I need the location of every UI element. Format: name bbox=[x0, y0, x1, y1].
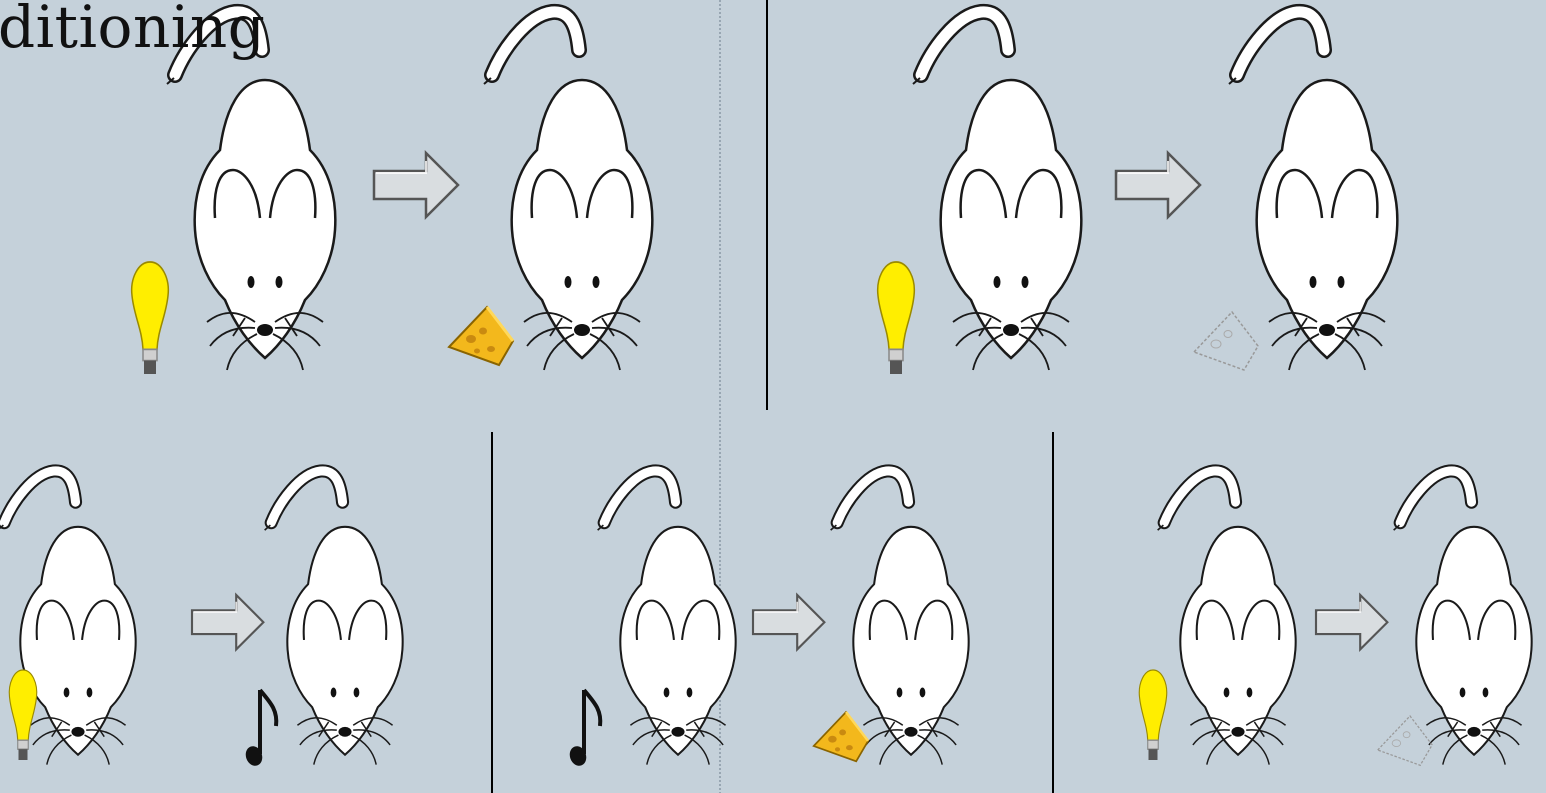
mouse-icon bbox=[913, 12, 1081, 370]
cheese-icon bbox=[814, 712, 868, 761]
mouse-icon bbox=[1229, 12, 1397, 370]
lightbulb-icon bbox=[9, 670, 36, 760]
mouse-icon bbox=[1158, 471, 1296, 765]
arrow-icon bbox=[1116, 153, 1200, 217]
panel-tone-cheese-pairing bbox=[567, 471, 969, 768]
cheese-icon bbox=[449, 307, 513, 365]
panel-light-no-cheese bbox=[878, 12, 1398, 374]
mouse-icon bbox=[1394, 471, 1532, 765]
mouse-icon bbox=[167, 12, 335, 370]
lightbulb-icon bbox=[878, 262, 915, 374]
panel-light-no-cheese-test bbox=[1139, 471, 1531, 765]
empty-cheese-outline-icon bbox=[1194, 312, 1258, 370]
lightbulb-icon bbox=[132, 262, 169, 374]
lightbulb-icon bbox=[1139, 670, 1166, 760]
mouse-icon bbox=[265, 471, 403, 765]
mouse-icon bbox=[484, 12, 652, 370]
mouse-icon bbox=[598, 471, 736, 765]
arrow-icon bbox=[753, 595, 824, 649]
music-note-icon bbox=[567, 690, 600, 768]
empty-cheese-outline-icon bbox=[1378, 716, 1432, 765]
music-note-icon bbox=[243, 690, 276, 768]
arrow-icon bbox=[192, 595, 263, 649]
panel-light-cheese-pairing bbox=[132, 12, 653, 374]
arrow-icon bbox=[374, 153, 458, 217]
slide-title: ditioning bbox=[0, 0, 265, 56]
arrow-icon bbox=[1316, 595, 1387, 649]
panel-light-tone-pairing bbox=[0, 471, 403, 768]
